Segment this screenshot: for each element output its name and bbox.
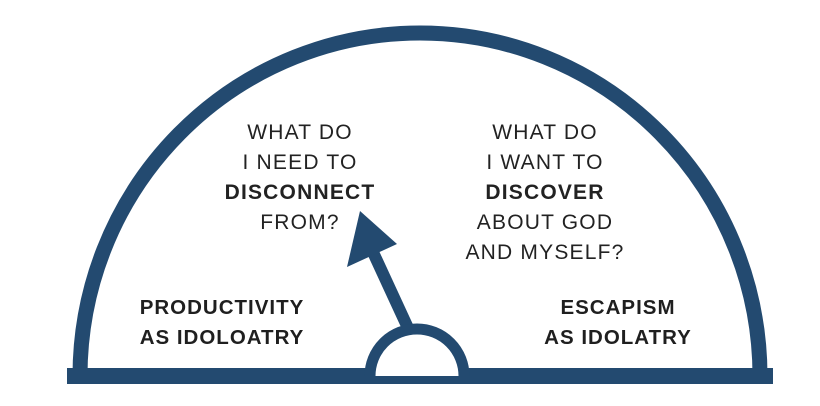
side-label-escapism-line1: ESCAPISM <box>560 296 676 319</box>
question-discover: WHAT DO I WANT TO DISCOVER ABOUT GOD AND… <box>440 118 650 268</box>
question-disconnect: WHAT DO I NEED TO DISCONNECT FROM? <box>200 118 400 238</box>
gauge-arc <box>72 25 768 377</box>
question-discover-line2: I WANT TO <box>486 151 604 174</box>
question-disconnect-line1: WHAT DO <box>247 121 353 144</box>
side-label-productivity-line2: AS IDOLOATRY <box>139 326 305 349</box>
side-label-escapism-line2: AS IDOLATRY <box>544 326 692 349</box>
side-label-escapism: ESCAPISM AS IDOLATRY <box>508 293 728 353</box>
question-disconnect-keyword: DISCONNECT <box>224 181 376 204</box>
question-disconnect-line2: I NEED TO <box>242 151 358 174</box>
question-discover-keyword: DISCOVER <box>485 181 605 204</box>
question-disconnect-line4: FROM? <box>260 211 340 234</box>
needle-shaft <box>366 247 414 331</box>
needle-hub <box>364 323 470 377</box>
side-label-productivity-line1: PRODUCTIVITY <box>139 296 305 319</box>
side-label-productivity: PRODUCTIVITY AS IDOLOATRY <box>112 293 332 353</box>
question-discover-line1: WHAT DO <box>492 121 598 144</box>
question-discover-line5: AND MYSELF? <box>465 241 625 264</box>
question-discover-line4: ABOUT GOD <box>476 211 614 234</box>
needle-arrowhead <box>347 211 397 267</box>
